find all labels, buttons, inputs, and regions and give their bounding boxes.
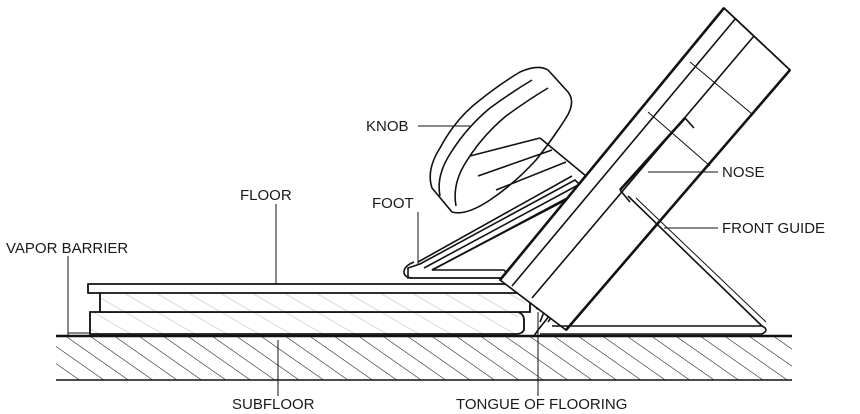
tongue-label: TONGUE OF FLOORING bbox=[456, 396, 627, 413]
nailer-body bbox=[498, 6, 792, 332]
subfloor-label: SUBFLOOR bbox=[232, 396, 315, 413]
front-guide-label: FRONT GUIDE bbox=[722, 220, 825, 237]
middle-floor-board bbox=[99, 291, 531, 313]
nose-label: NOSE bbox=[722, 164, 765, 181]
foot-label: FOOT bbox=[372, 195, 414, 212]
knob-label: KNOB bbox=[366, 118, 409, 135]
nose bbox=[619, 117, 695, 203]
leader-lines bbox=[67, 125, 718, 396]
vapor-barrier-label: VAPOR BARRIER bbox=[6, 240, 128, 257]
floor-label: FLOOR bbox=[240, 187, 292, 204]
top-floor-board bbox=[87, 283, 523, 294]
subfloor-ground bbox=[56, 334, 792, 381]
foot bbox=[403, 175, 587, 279]
front-guide bbox=[540, 195, 767, 335]
knob bbox=[429, 66, 587, 214]
lower-floor-board bbox=[89, 311, 525, 335]
